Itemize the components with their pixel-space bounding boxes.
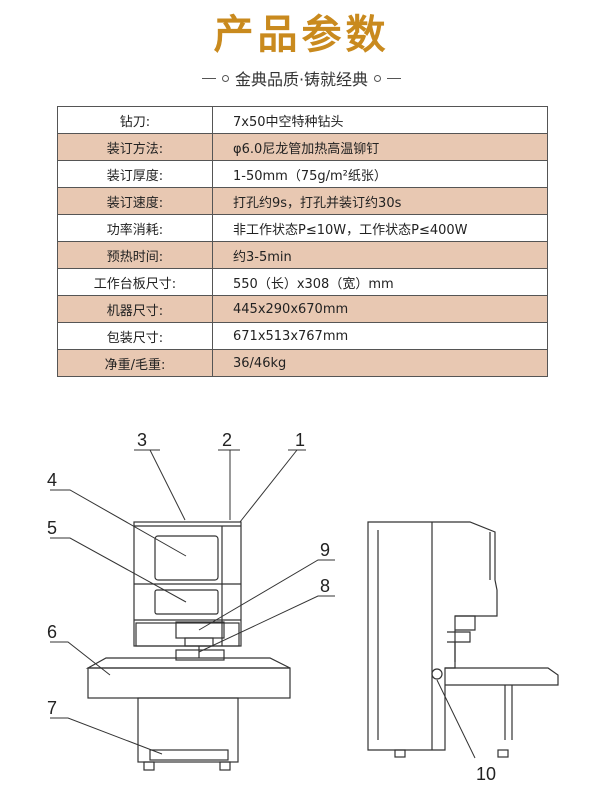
spec-label: 钻刀: (57, 106, 213, 134)
display-window (154, 535, 219, 581)
left-ring-icon (221, 74, 229, 82)
spec-value: 671x513x767mm (212, 322, 548, 350)
table-row: 钻刀: 7x50中空特种钻头 (57, 106, 548, 134)
side-knob-icon (431, 668, 443, 680)
table-row: 机器尺寸: 445x290x670mm (57, 295, 548, 323)
spec-table: 钻刀: 7x50中空特种钻头 装订方法: φ6.0尼龙管加热高温铆钉 装订厚度:… (57, 106, 548, 377)
side-workbench (445, 667, 559, 686)
machine-diagram: 1 2 3 4 5 6 7 8 9 10 (47, 430, 559, 784)
table-row: 工作台板尺寸: 550（长）x308（宽）mm (57, 268, 548, 296)
spec-value: 7x50中空特种钻头 (212, 106, 548, 134)
callout-10: 10 (476, 764, 496, 784)
spec-label: 机器尺寸: (57, 295, 213, 323)
spec-value: 打孔约9s，打孔并装订约30s (212, 187, 548, 215)
spec-label: 装订厚度: (57, 160, 213, 188)
spec-value: φ6.0尼龙管加热高温铆钉 (212, 133, 548, 161)
subtitle: 金典品质·铸就经典 (0, 66, 603, 90)
side-view (367, 521, 559, 758)
spec-value: 约3-5min (212, 241, 548, 269)
right-dash-decoration (387, 77, 402, 79)
drill-head (175, 621, 225, 639)
callout-8: 8 (320, 576, 330, 596)
table-row: 净重/毛重: 36/46kg (57, 349, 548, 377)
callout-7: 7 (47, 698, 57, 718)
spec-value: 550（长）x308（宽）mm (212, 268, 548, 296)
table-row: 装订厚度: 1-50mm（75g/m²纸张） (57, 160, 548, 188)
table-row: 装订方法: φ6.0尼龙管加热高温铆钉 (57, 133, 548, 161)
spec-label: 装订方法: (57, 133, 213, 161)
drawer (149, 749, 229, 761)
callout-4: 4 (47, 470, 57, 490)
left-dash-decoration (201, 77, 216, 79)
lower-window (154, 589, 219, 615)
front-view (85, 521, 291, 771)
spec-label: 包装尺寸: (57, 322, 213, 350)
callout-1: 1 (295, 430, 305, 450)
table-row: 装订速度: 打孔约9s，打孔并装订约30s (57, 187, 548, 215)
spec-value: 非工作状态P≤10W，工作状态P≤400W (212, 214, 548, 242)
callout-3: 3 (137, 430, 147, 450)
spec-value: 36/46kg (212, 349, 548, 377)
callout-9: 9 (320, 540, 330, 560)
spec-label: 预热时间: (57, 241, 213, 269)
callout-lines (50, 449, 476, 759)
spec-label: 装订速度: (57, 187, 213, 215)
spec-value: 1-50mm（75g/m²纸张） (212, 160, 548, 188)
spec-label: 功率消耗: (57, 214, 213, 242)
table-row: 功率消耗: 非工作状态P≤10W，工作状态P≤400W (57, 214, 548, 242)
callout-5: 5 (47, 518, 57, 538)
table-row: 包装尺寸: 671x513x767mm (57, 322, 548, 350)
spec-value: 445x290x670mm (212, 295, 548, 323)
right-ring-icon (374, 74, 382, 82)
page-title: 产品参数 (213, 12, 390, 58)
base-cabinet (137, 697, 239, 763)
spec-label: 净重/毛重: (57, 349, 213, 377)
spec-label: 工作台板尺寸: (57, 268, 213, 296)
callout-6: 6 (47, 622, 57, 642)
table-row: 预热时间: 约3-5min (57, 241, 548, 269)
callout-2: 2 (222, 430, 232, 450)
subtitle-text: 金典品质·铸就经典 (234, 70, 369, 89)
